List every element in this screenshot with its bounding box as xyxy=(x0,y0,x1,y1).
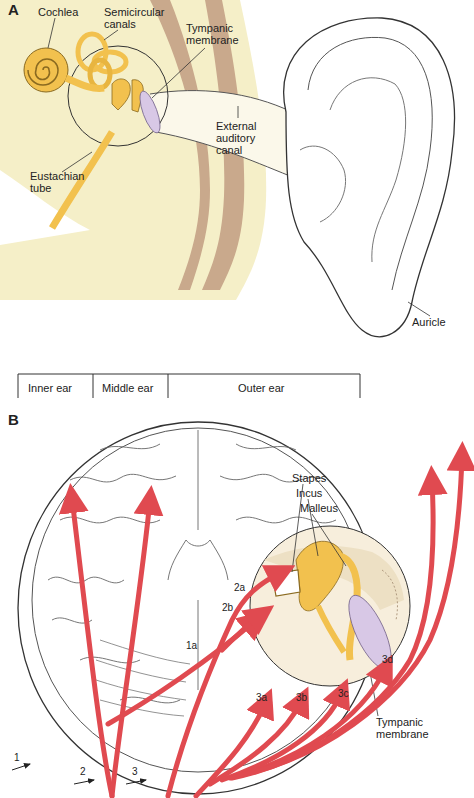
part-label: Auricle xyxy=(412,316,446,328)
callout-number: 1a xyxy=(186,640,197,651)
artery-arrows xyxy=(72,456,462,796)
part-label: Semicircular canals xyxy=(104,6,174,30)
region-scale xyxy=(18,374,360,398)
callout-number: 3d xyxy=(382,654,393,665)
part-label: Tympanic membrane xyxy=(186,22,256,46)
ossicles xyxy=(112,79,143,112)
callout-number: 3c xyxy=(338,688,349,699)
region-label: Middle ear xyxy=(102,382,172,394)
callout-number: 2 xyxy=(80,766,86,777)
leader-lines xyxy=(48,18,430,316)
part-label: Stapes xyxy=(292,472,326,484)
callout-number: 2a xyxy=(234,582,245,593)
part-label: Eustachian tube xyxy=(30,170,92,194)
part-label: Cochlea xyxy=(38,6,78,18)
callout-number: 3a xyxy=(256,692,267,703)
panel-letter: B xyxy=(8,412,19,428)
ear-inset xyxy=(250,526,410,686)
panel-letter: A xyxy=(8,2,19,18)
callout-number: 3 xyxy=(132,766,138,777)
tympanic-membrane-shape xyxy=(136,89,164,135)
auricle-outline xyxy=(284,18,455,337)
middle-ear-circle xyxy=(68,46,168,146)
flow-arrows xyxy=(12,764,146,784)
callout-number: 3b xyxy=(296,692,307,703)
inset-leader-lines xyxy=(292,484,378,716)
region-label: Outer ear xyxy=(238,382,328,394)
callout-number: 2b xyxy=(222,602,233,613)
region-label: Inner ear xyxy=(28,382,98,394)
part-label: Tympanic membrane xyxy=(376,716,446,740)
part-label: External auditory canal xyxy=(216,120,278,156)
callout-number: 1 xyxy=(14,752,20,763)
part-label: Malleus xyxy=(300,502,338,514)
cochlea-spiral xyxy=(24,48,68,92)
auditory-canal xyxy=(150,91,292,176)
part-label: Incus xyxy=(296,487,322,499)
